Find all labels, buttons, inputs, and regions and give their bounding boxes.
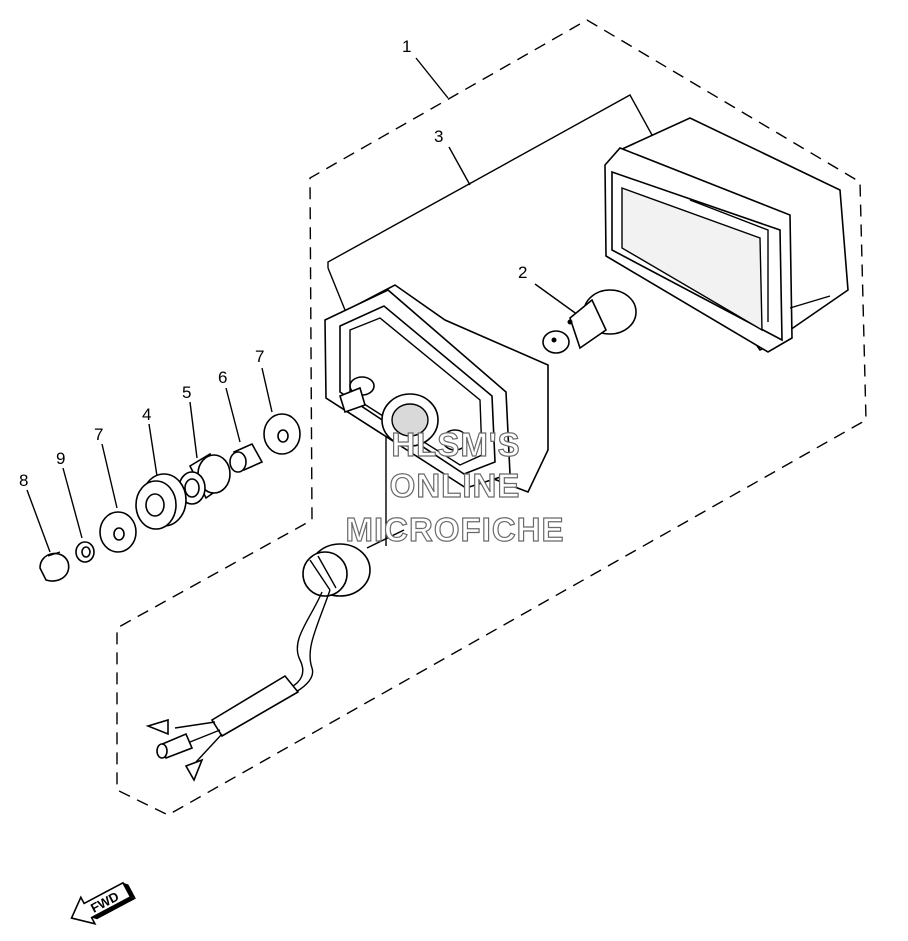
fwd-arrow-icon: FWD xyxy=(70,881,136,925)
callout-2: 2 xyxy=(518,263,527,282)
callout-1: 1 xyxy=(402,37,411,56)
callout-labels: 1 2 3 4 5 6 7 7 8 9 xyxy=(19,37,527,490)
spring-washer-9 xyxy=(75,541,95,563)
socket-wire-harness xyxy=(145,543,371,782)
bulb xyxy=(542,289,637,354)
bushing-5 xyxy=(178,452,231,505)
assembly-boundary xyxy=(116,19,867,816)
cap-nut-8 xyxy=(39,551,70,582)
callout-9: 9 xyxy=(56,449,65,468)
callout-4: 4 xyxy=(142,405,151,424)
collar-6 xyxy=(229,442,264,473)
callout-7a: 7 xyxy=(255,347,264,366)
watermark-line1: HLSM'S xyxy=(391,426,520,463)
washer-7-left xyxy=(99,511,137,553)
grommet-4 xyxy=(135,473,187,530)
callout-6: 6 xyxy=(218,368,227,387)
lens-housing xyxy=(604,117,849,353)
callout-5: 5 xyxy=(182,383,191,402)
callout-7b: 7 xyxy=(94,425,103,444)
reflector-base xyxy=(324,284,549,494)
leader-lines xyxy=(26,57,653,553)
watermark: HLSM'S ONLINE MICROFICHE xyxy=(345,425,565,548)
callout-8: 8 xyxy=(19,471,28,490)
watermark-line3: MICROFICHE xyxy=(346,511,565,548)
watermark-line2: ONLINE xyxy=(390,467,521,504)
washer-7-right xyxy=(263,413,301,455)
callout-3: 3 xyxy=(434,127,443,146)
